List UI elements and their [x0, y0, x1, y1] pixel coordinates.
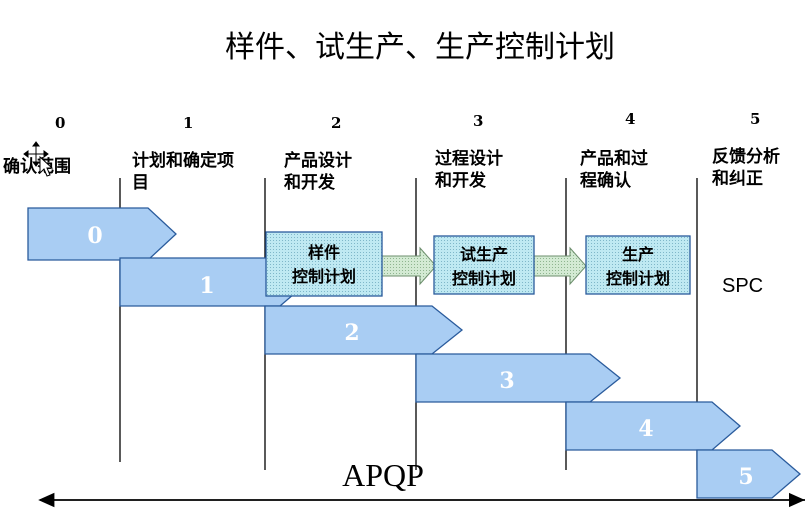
control-plan-label: 控制计划 [292, 267, 356, 286]
connector-arrow [533, 246, 587, 286]
phase-number: 3 [473, 112, 483, 130]
phase-arrow-labels: 0 1 2 3 4 5 [87, 223, 753, 490]
control-plan-label: 控制计划 [606, 269, 670, 288]
control-plan-boxes [265, 231, 691, 297]
phase-label: 和开发 [435, 170, 487, 191]
control-plan-label: 生产 [622, 245, 654, 264]
apqp-label: APQP [342, 457, 424, 493]
phase-header-0: 0 确认范围 [3, 114, 71, 177]
phase-header-4: 4 产品和过 程确认 [580, 110, 648, 191]
phase-arrows [27, 207, 801, 499]
phase-number: 2 [331, 114, 341, 132]
connector-arrows [381, 246, 587, 286]
phase-label: 目 [132, 173, 149, 193]
phase-number: 0 [55, 114, 65, 132]
phase-label: 确认范围 [3, 156, 71, 177]
move-cursor-icon [23, 141, 54, 177]
phase-arrow-0 [27, 207, 177, 261]
phase-arrow-label: 2 [344, 320, 359, 346]
phase-label: 计划和确定项 [132, 150, 234, 171]
phase-arrow-label: 0 [87, 223, 102, 249]
spc-label: SPC [722, 275, 763, 297]
control-plan-box-production [585, 235, 691, 295]
phase-arrow-label: 4 [638, 416, 653, 442]
phase-arrow-2 [264, 305, 464, 355]
phase-arrow-label: 5 [738, 464, 753, 490]
phase-number: 4 [625, 110, 635, 128]
phase-arrow-5 [696, 449, 801, 499]
phase-label: 反馈分析 [712, 146, 780, 167]
phase-arrow-label: 3 [499, 368, 514, 394]
phase-label: 和开发 [284, 172, 336, 193]
control-plan-label: 样件 [308, 243, 340, 262]
page-title: 样件、试生产、生产控制计划 [225, 30, 615, 65]
control-plan-box-prelaunch [433, 235, 535, 295]
phase-header-1: 1 计划和确定项 目 [132, 114, 234, 193]
phase-label: 产品和过 [580, 148, 648, 169]
phase-label: 和纠正 [712, 169, 763, 189]
phase-number: 5 [750, 110, 760, 128]
phase-label: 过程设计 [435, 148, 503, 169]
control-plan-label: 控制计划 [452, 269, 516, 288]
phase-label: 程确认 [580, 170, 632, 191]
phase-arrow-4 [565, 401, 741, 451]
control-plan-box-prototype [265, 231, 383, 297]
connector-arrow [381, 246, 437, 286]
phase-header-5: 5 反馈分析 和纠正 [712, 110, 780, 189]
phase-number: 1 [183, 114, 193, 132]
phase-header-2: 2 产品设计 和开发 [284, 114, 352, 193]
control-plan-labels: 样件 控制计划 试生产 控制计划 生产 控制计划 [292, 243, 670, 288]
phase-header-3: 3 过程设计 和开发 [435, 112, 503, 191]
phase-label: 产品设计 [284, 150, 352, 171]
phase-arrow-3 [415, 353, 622, 403]
control-plan-label: 试生产 [460, 245, 508, 264]
phase-arrow-label: 1 [199, 273, 214, 299]
